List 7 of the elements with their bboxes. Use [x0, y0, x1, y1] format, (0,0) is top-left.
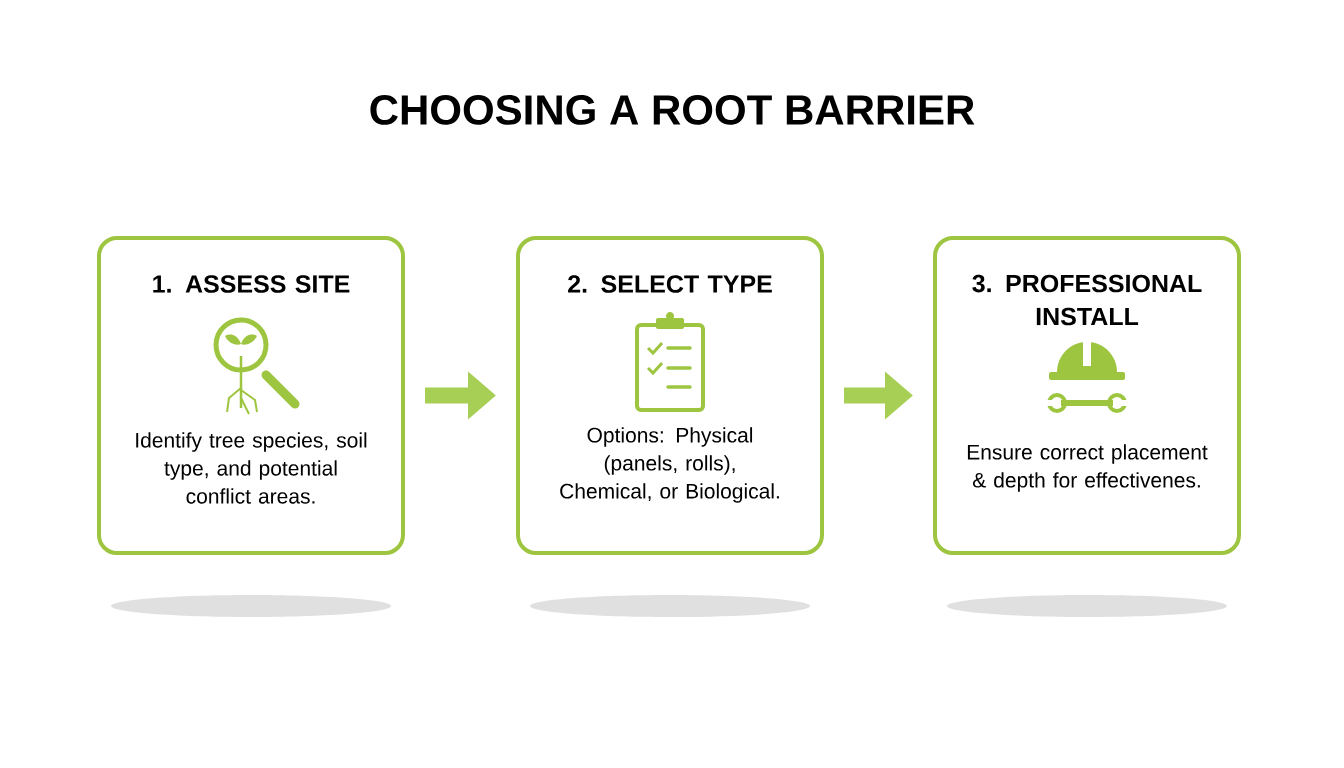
step-heading: 3. PROFESSIONAL INSTALL: [972, 274, 1202, 326]
step-description: Identify tree species, soil type, and potential conflict areas.: [136, 432, 367, 504]
title: CHOOSING A ROOT BARRIER: [370, 95, 975, 125]
step-heading: 2. SELECT TYPE: [568, 275, 772, 293]
step-description: Options: Physical (panels, rolls), Chemical, or Biological.: [560, 427, 779, 503]
step-heading: 1. ASSESS SITE: [153, 275, 350, 293]
step-description: Ensure correct placement & depth for effectivenes.: [967, 444, 1208, 492]
